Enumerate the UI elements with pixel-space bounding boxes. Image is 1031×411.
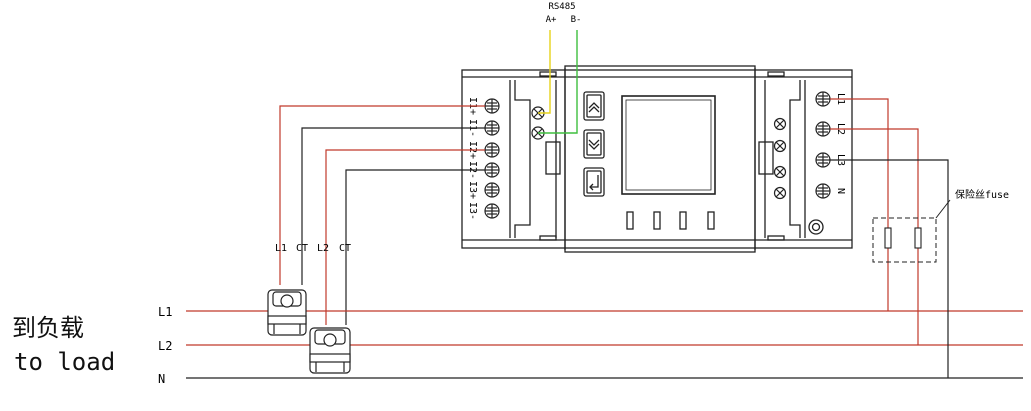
load-label-cn: 到负载	[12, 314, 84, 342]
voltage-n-wire	[830, 159, 949, 378]
ct1-ct-label: CT	[296, 243, 308, 254]
rs485-title: RS485	[548, 2, 575, 12]
ct1-dark-wire	[301, 127, 485, 285]
meter-outline	[461, 69, 853, 249]
rs485-terminal-screws	[531, 106, 545, 140]
indicator-4	[707, 211, 715, 230]
fuse-label: 保险丝fuse	[955, 188, 1009, 201]
line-l2-label: L2	[158, 339, 172, 353]
terminal-label-i3p: I3+	[467, 181, 478, 199]
current-terminal-screws	[484, 98, 500, 219]
rs485-b-wire	[538, 30, 578, 134]
ct1-clamp-icon	[267, 289, 307, 336]
fuse-l1-icon	[884, 227, 892, 249]
fuse-l2-icon	[914, 227, 922, 249]
rs485-b-label: B-	[571, 15, 582, 25]
energy-meter	[461, 65, 853, 253]
load-label-en: to load	[14, 348, 115, 376]
right-terminal-labels: L1 L2 L3 N	[835, 93, 846, 194]
terminal-label-i3n: I3-	[467, 202, 478, 220]
enter-button[interactable]	[583, 167, 605, 197]
rs485-a-label: A+	[546, 15, 557, 25]
indicator-3	[679, 211, 687, 230]
ct2-ct-label: CT	[339, 243, 351, 254]
rs485-a-wire	[538, 30, 551, 114]
meter-buttons	[583, 91, 605, 197]
voltage-l2-wire	[830, 128, 919, 345]
indicator-1	[626, 211, 634, 230]
terminal-label-n: N	[835, 188, 846, 194]
ct2-red-wire	[325, 149, 485, 325]
seal-screw-icon	[808, 219, 824, 235]
line-l1-label: L1	[158, 305, 172, 319]
ct2-dark-wire	[345, 169, 485, 325]
left-terminal-labels: I1+ I1- I2+ I2- I3+ I3-	[467, 97, 478, 220]
up-button[interactable]	[583, 91, 605, 121]
line-n-label: N	[158, 372, 165, 386]
indicator-2	[653, 211, 661, 230]
down-button[interactable]	[583, 129, 605, 159]
ct2-line-label: L2	[317, 243, 329, 254]
ct1-line-label: L1	[275, 243, 287, 254]
voltage-terminal-screws	[773, 91, 831, 200]
lcd-display	[621, 95, 716, 195]
ct2-clamp-icon	[309, 327, 351, 374]
fuse-box	[872, 199, 951, 263]
ct1-red-wire	[279, 105, 485, 285]
